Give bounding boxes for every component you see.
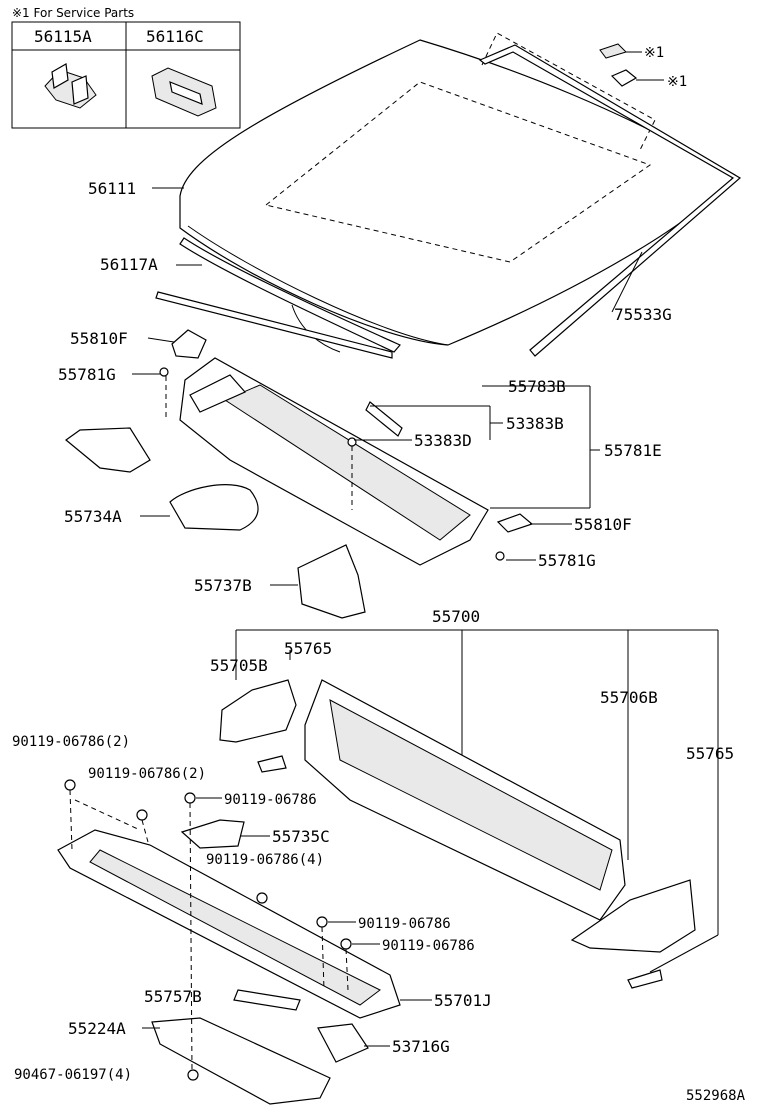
- service-clip-1: [599, 43, 638, 87]
- label-90467[interactable]: 90467-06197(4): [14, 1067, 132, 1083]
- bolt-90119-a[interactable]: [64, 779, 76, 791]
- label-53383d[interactable]: 53383D: [414, 431, 472, 450]
- clip-53383d[interactable]: [347, 437, 357, 447]
- clip-56116c-illustration: [151, 67, 217, 117]
- label-90119-c[interactable]: 90119-06786: [382, 938, 475, 954]
- windshield-glass[interactable]: [179, 39, 736, 346]
- label-90119-4[interactable]: 90119-06786(4): [206, 852, 324, 868]
- cowl-lower-panel[interactable]: [57, 829, 401, 1019]
- bolt-90119-c[interactable]: [184, 792, 196, 804]
- cowl-side-brace-right[interactable]: [570, 879, 696, 953]
- service-part-56116c[interactable]: 56116C: [146, 27, 204, 46]
- label-55701j[interactable]: 55701J: [434, 991, 492, 1010]
- cowl-lower-baffle[interactable]: [151, 1017, 331, 1105]
- cowl-top-seal[interactable]: [155, 291, 393, 359]
- service-mark-1: ※1: [644, 45, 664, 61]
- cowl-bracket-55735c[interactable]: [180, 819, 245, 849]
- service-mark-2: ※1: [667, 74, 687, 90]
- label-55781e[interactable]: 55781E: [604, 441, 662, 460]
- label-53383b[interactable]: 53383B: [506, 414, 564, 433]
- label-55781g-right[interactable]: 55781G: [538, 551, 596, 570]
- label-55737b[interactable]: 55737B: [194, 576, 252, 595]
- label-90119-b[interactable]: 90119-06786: [358, 916, 451, 932]
- label-90119-2a[interactable]: 90119-06786(2): [12, 734, 130, 750]
- cowl-side-bracket[interactable]: [65, 427, 151, 473]
- label-55224a[interactable]: 55224A: [68, 1019, 126, 1038]
- clip-56115a-illustration: [44, 63, 97, 109]
- screw-55781g-left[interactable]: [159, 367, 169, 377]
- bolt-90119-e[interactable]: [316, 916, 328, 928]
- service-parts-table: 56115A 56116C: [11, 21, 241, 129]
- label-55765-right[interactable]: 55765: [686, 744, 734, 763]
- cowl-plate-55765-right[interactable]: [627, 969, 663, 989]
- label-55700[interactable]: 55700: [432, 607, 480, 626]
- label-90119-a[interactable]: 90119-06786: [224, 792, 317, 808]
- cowl-side-brace-left[interactable]: [219, 679, 297, 743]
- service-note: ※1 For Service Parts: [12, 6, 134, 20]
- cowl-clip-upper-left[interactable]: [171, 329, 207, 359]
- bolt-90119-d[interactable]: [256, 892, 268, 904]
- cowl-extension-55737b[interactable]: [297, 544, 366, 619]
- label-56111[interactable]: 56111: [88, 179, 136, 198]
- cowl-ventilator-louver[interactable]: [179, 357, 489, 566]
- label-55706b[interactable]: 55706B: [600, 688, 658, 707]
- label-55810f-upper[interactable]: 55810F: [70, 329, 128, 348]
- screw-55781g-right[interactable]: [495, 551, 505, 561]
- label-55734a[interactable]: 55734A: [64, 507, 122, 526]
- lower-windshield-seal[interactable]: [179, 237, 401, 353]
- label-55757b[interactable]: 55757B: [144, 987, 202, 1006]
- bolt-90119-f[interactable]: [340, 938, 352, 950]
- bolt-90467[interactable]: [187, 1069, 199, 1081]
- cowl-panel-assembly[interactable]: [304, 679, 626, 921]
- label-55810f-right[interactable]: 55810F: [574, 515, 632, 534]
- label-90119-2b[interactable]: 90119-06786(2): [88, 766, 206, 782]
- label-55783b[interactable]: 55783B: [508, 377, 566, 396]
- cowl-plate-55765-left[interactable]: [257, 755, 287, 773]
- cowl-bracket-53716g[interactable]: [317, 1023, 369, 1063]
- label-53716g[interactable]: 53716G: [392, 1037, 450, 1056]
- label-55705b[interactable]: 55705B: [210, 656, 268, 675]
- bolt-90119-b[interactable]: [136, 809, 148, 821]
- label-55735c[interactable]: 55735C: [272, 827, 330, 846]
- label-55781g-left[interactable]: 55781G: [58, 365, 116, 384]
- diagram-id: 552968A: [686, 1088, 746, 1104]
- label-75533g[interactable]: 75533G: [614, 305, 672, 324]
- label-55765-left[interactable]: 55765: [284, 639, 332, 658]
- label-56117a[interactable]: 56117A: [100, 255, 158, 274]
- cowl-clip-right[interactable]: [496, 513, 534, 533]
- cowl-side-seal[interactable]: [365, 401, 403, 437]
- cowl-seal-55734a[interactable]: [169, 484, 259, 531]
- service-part-56115a[interactable]: 56115A: [34, 27, 92, 46]
- cowl-pad-55757b[interactable]: [233, 989, 301, 1011]
- windshield-molding[interactable]: [478, 44, 742, 357]
